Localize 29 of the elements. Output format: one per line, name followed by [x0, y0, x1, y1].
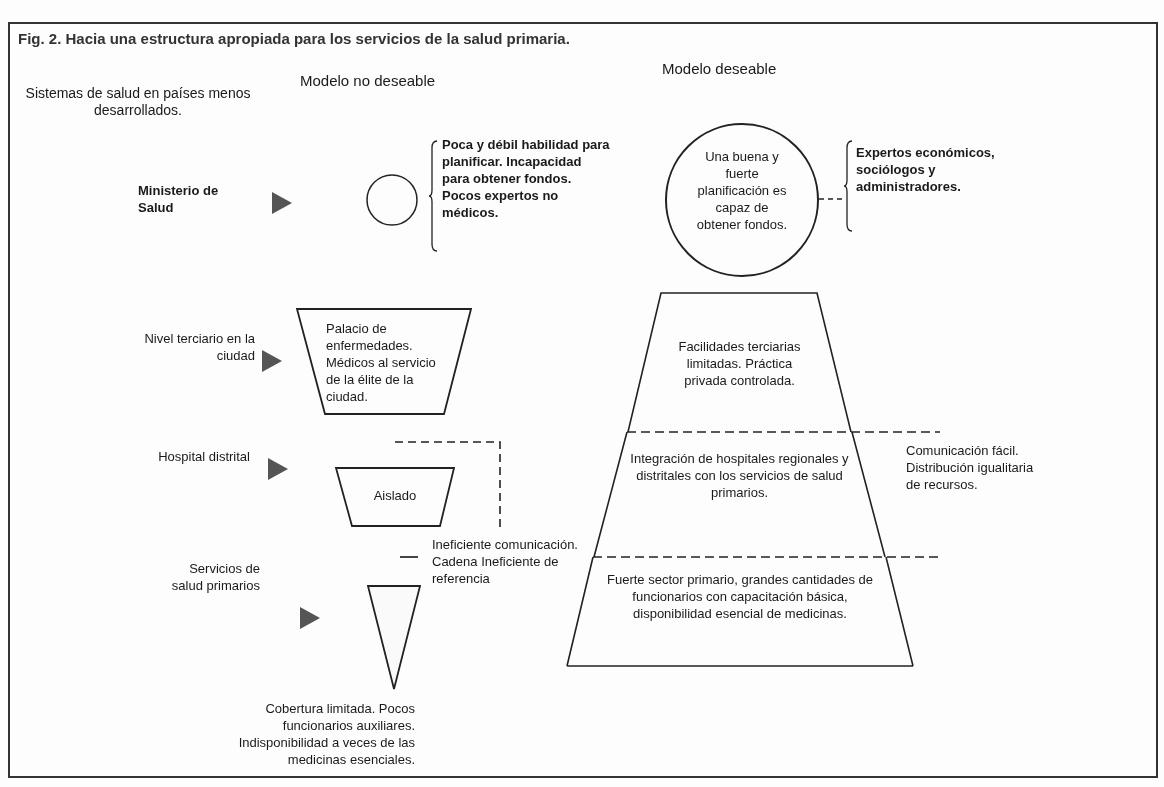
label-text: Hospital distrital — [157, 448, 250, 465]
node-text: Facilidades terciarias limitadas. Práctica privada controlada. — [677, 338, 802, 389]
brace-note — [843, 138, 993, 234]
node-text: Aislado — [372, 487, 418, 504]
note-text: Cobertura limitada. Pocos funcionarios auxiliares. Indisponibilidad a veces de las medicinas esenciales. — [237, 700, 415, 768]
pyramid-band — [627, 292, 852, 432]
inverted-triangle — [367, 585, 421, 690]
trapezoid-box — [335, 467, 455, 527]
label-text: Nivel terciario en la ciudad — [143, 330, 255, 364]
pyramid-band — [566, 557, 914, 667]
label-text: Modelo no deseable — [300, 72, 437, 89]
circle-node — [664, 122, 820, 278]
trapezoid-box — [296, 308, 472, 415]
label-text: Servicios de salud primarios — [170, 560, 260, 594]
figure-title: Fig. 2. Hacia una estructura apropiada para los servicios de la salud primaria. — [18, 29, 570, 49]
empty-circle — [366, 174, 418, 226]
label-text: Ineficiente comunicación. Cadena Ineficiente de referencia — [432, 536, 579, 587]
dashed-connector — [818, 198, 843, 200]
node-text: Una buena y fuerte planificación es capaz de obtener fondos. — [695, 148, 789, 233]
label-text: Comunicación fácil. Distribución igualitaria de recursos. — [906, 442, 1035, 493]
pyramid-band — [593, 432, 886, 557]
note-text: Poca y débil habilidad para planificar. Incapacidad para obtener fondos. Pocos expertos no médicos. — [442, 136, 611, 221]
label-text: Modelo deseable — [662, 60, 778, 77]
label-text: Sistemas de salud en países menos desarrollados. — [24, 85, 252, 119]
node-text: Expertos económicos, sociólogos y administradores. — [856, 144, 996, 195]
node-text: Integración de hospitales regionales y distritales con los servicios de salud primarios. — [629, 450, 850, 501]
node-text: Palacio de enfermedades. Médicos al servicio de la élite de la ciudad. — [325, 320, 437, 405]
label-text: Ministerio de Salud — [138, 182, 220, 216]
node-text: Fuerte sector primario, grandes cantidades de funcionarios con capacitación básica, disponibilidad esencial de medicinas. — [606, 571, 874, 622]
